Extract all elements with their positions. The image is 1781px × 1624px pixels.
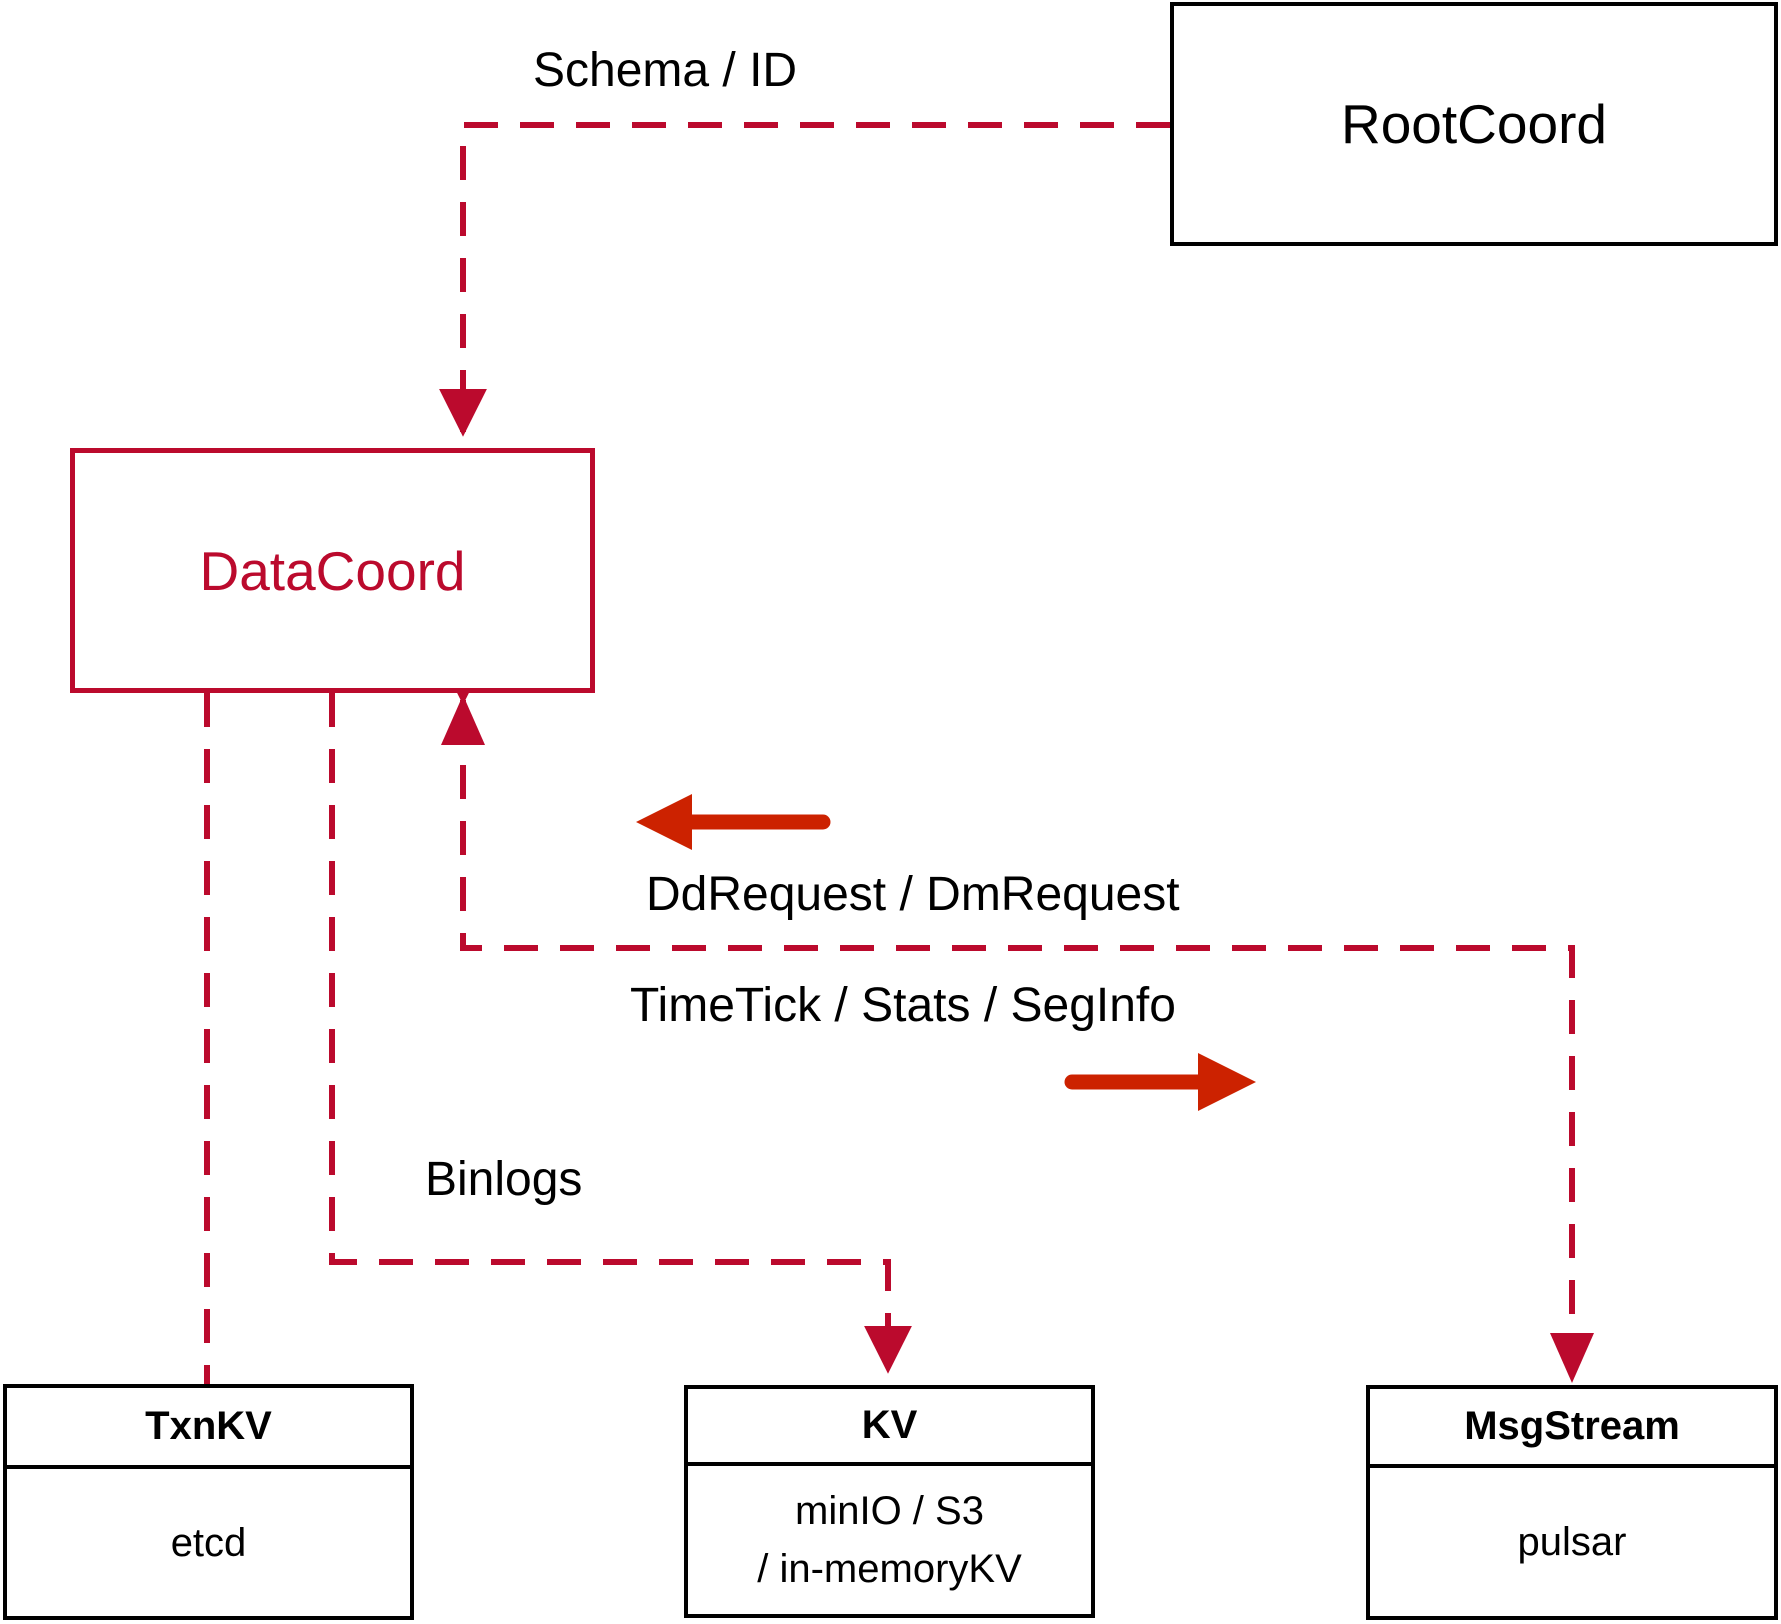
node-msgstream[interactable]: MsgStream pulsar	[1366, 1385, 1778, 1620]
edge-schema-id-path	[439, 122, 1170, 437]
node-kv-body: minIO / S3 / in-memoryKV	[688, 1466, 1091, 1614]
node-kv[interactable]: KV minIO / S3 / in-memoryKV	[684, 1385, 1095, 1618]
node-txnkv-impl-line-1: etcd	[170, 1520, 247, 1565]
edge-label-binlogs: Binlogs	[425, 1153, 583, 1206]
node-msgstream-body: pulsar	[1370, 1468, 1774, 1616]
node-rootcoord[interactable]: RootCoord	[1170, 2, 1778, 246]
edge-msgstream-trunk-path	[460, 709, 1575, 1369]
node-txnkv[interactable]: TxnKV etcd	[3, 1384, 414, 1620]
arrowhead-into-msgstream	[1550, 1333, 1594, 1383]
node-msgstream-title: MsgStream	[1370, 1389, 1774, 1468]
node-txnkv-title: TxnKV	[7, 1388, 410, 1469]
edge-label-schema-id: Schema / ID	[533, 44, 798, 97]
node-datacoord[interactable]: DataCoord	[70, 448, 595, 693]
edge-label-timetick: TimeTick / Stats / SegInfo	[630, 979, 1176, 1032]
node-msgstream-impl-line-1: pulsar	[1517, 1520, 1627, 1564]
node-rootcoord-label: RootCoord	[1341, 93, 1607, 155]
arrow-timetick-outbound	[1064, 1053, 1256, 1111]
arrowhead-into-datacoord	[441, 695, 485, 745]
node-kv-impl-line-2: / in-memoryKV	[757, 1547, 1022, 1591]
node-datacoord-label: DataCoord	[199, 539, 466, 602]
edge-label-ddrequest: DdRequest / DmRequest	[646, 868, 1180, 921]
node-kv-impl-line-1: minIO / S3	[795, 1489, 984, 1533]
node-txnkv-body: etcd	[7, 1469, 410, 1616]
arrow-ddrequest-inbound	[636, 794, 831, 850]
node-kv-title: KV	[688, 1389, 1091, 1466]
